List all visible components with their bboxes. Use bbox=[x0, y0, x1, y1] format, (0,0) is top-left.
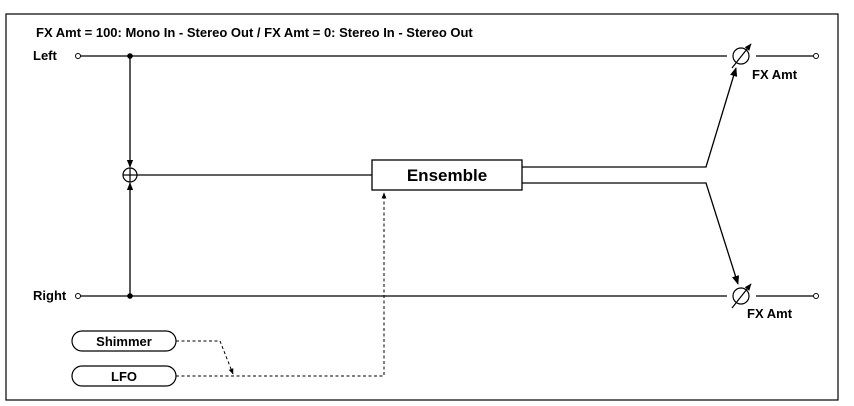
diagram-frame bbox=[5, 13, 839, 401]
diagram-title: FX Amt = 100: Mono In - Stereo Out / FX … bbox=[36, 25, 473, 40]
ensemble-right-out-line bbox=[522, 182, 739, 285]
lfo-mod-line bbox=[176, 192, 387, 377]
top-fx-amt-label: FX Amt bbox=[752, 67, 798, 82]
fx-amt-knob-icon bbox=[731, 283, 752, 309]
shimmer-mod-line bbox=[176, 340, 234, 375]
ensemble-block-label: Ensemble bbox=[407, 166, 487, 185]
fx-amt-knob-icon bbox=[731, 43, 752, 69]
ensemble-block bbox=[371, 159, 523, 191]
shimmer-control-label: Shimmer bbox=[96, 334, 152, 349]
lfo-control-label: LFO bbox=[111, 369, 137, 384]
ensemble-left-out-line bbox=[522, 67, 738, 168]
right-input-label: Right bbox=[33, 288, 67, 303]
right-output-jack-icon bbox=[813, 293, 819, 299]
right-input-jack-icon bbox=[75, 293, 81, 299]
bottom-fx-amt-label: FX Amt bbox=[747, 306, 793, 321]
left-input-jack-icon bbox=[75, 53, 81, 59]
left-input-label: Left bbox=[33, 48, 58, 63]
left-output-jack-icon bbox=[813, 53, 819, 59]
summing-node-icon bbox=[122, 167, 138, 183]
